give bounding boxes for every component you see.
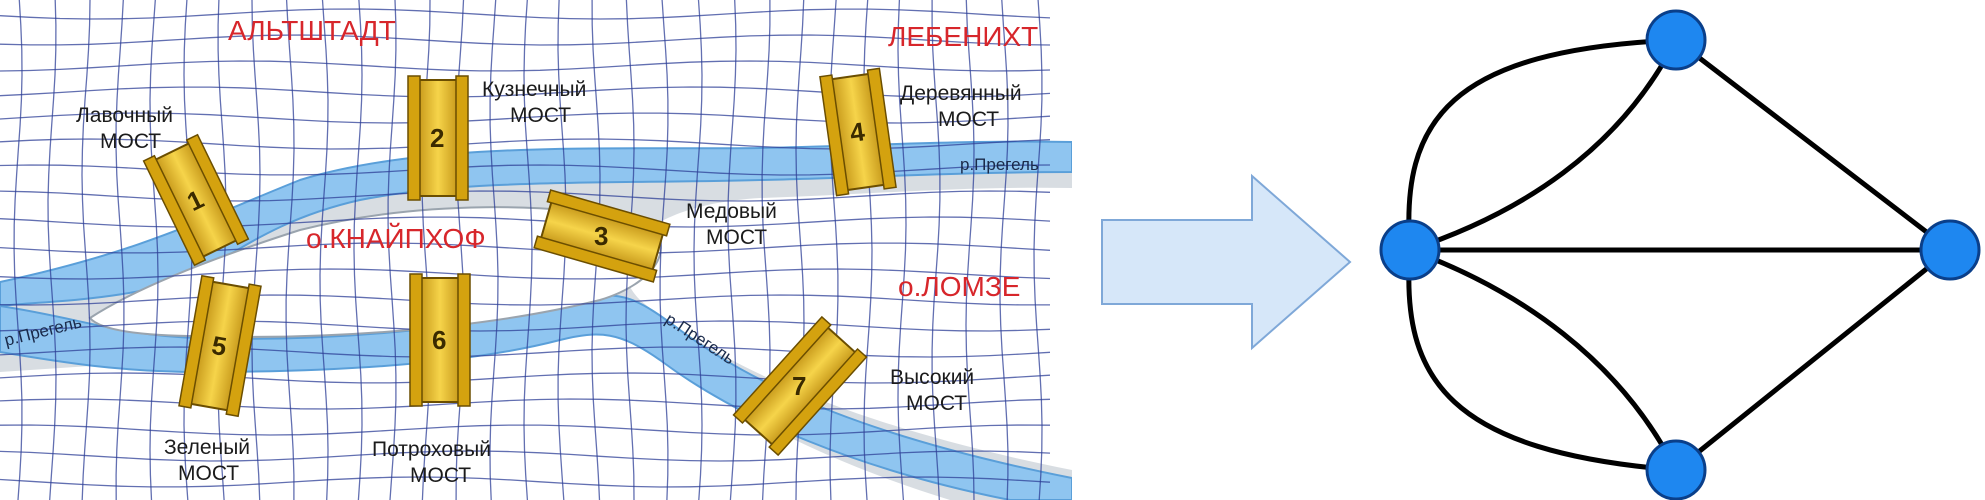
street-line	[115, 0, 125, 500]
street-line	[0, 450, 1051, 462]
street-line	[931, 0, 941, 500]
bridge-2: 2	[407, 75, 469, 201]
graph-edge-kneiphof-lebenicht-2	[1407, 247, 1679, 473]
bridge-1-word: МОСТ	[100, 130, 161, 153]
bridge-4-number: 4	[848, 116, 867, 148]
street-line	[285, 0, 295, 500]
river-south-channel	[0, 294, 1072, 500]
bridge-3-word: МОСТ	[706, 226, 767, 249]
street-line	[0, 242, 1051, 254]
graph-node-lebenicht	[1645, 439, 1707, 500]
street-line	[0, 34, 1051, 46]
street-line	[387, 0, 397, 500]
bridge-2-number: 2	[430, 123, 444, 153]
bridge-4-name: Деревянный	[900, 82, 1022, 105]
bridge-5-number: 5	[210, 330, 229, 362]
bridge-4-word: МОСТ	[938, 108, 999, 131]
bridge-5-word: МОСТ	[178, 462, 239, 485]
street-line	[319, 0, 329, 500]
street-line	[251, 0, 261, 500]
district-labels: АЛЬТШТАДТ ЛЕБЕНИХТ о.КНАЙПХОФ о.ЛОМЗЕ	[228, 15, 1038, 302]
graph-edge-lebenicht-lomse	[1673, 247, 1953, 473]
street-line	[0, 268, 1051, 280]
river-label-east: р.Прегель	[960, 155, 1039, 174]
district-label-kneiphof: о.КНАЙПХОФ	[306, 223, 486, 254]
graph-edge-altstadt-lomse	[1673, 37, 1953, 253]
bridge-6-number: 6	[432, 325, 446, 355]
street-line	[965, 0, 975, 500]
bridge-3-number: 3	[594, 221, 608, 251]
bridge-labels: Лавочный МОСТ Кузнечный МОСТ Медовый МОС…	[76, 78, 1022, 487]
bridge-7-word: МОСТ	[906, 392, 967, 415]
bridge-7: 7	[732, 315, 868, 457]
street-line	[0, 320, 1051, 332]
street-line	[81, 0, 91, 500]
street-line	[693, 0, 703, 500]
street-line	[659, 0, 669, 500]
bridge-graph	[1379, 9, 1981, 500]
konigsberg-map: АЛЬТШТАДТ ЛЕБЕНИХТ о.КНАЙПХОФ о.ЛОМЗЕ р.…	[0, 0, 1072, 500]
bridge-5: 5	[178, 274, 262, 418]
graph-edge-kneiphof-lebenicht-1	[1406, 247, 1679, 473]
street-line	[489, 0, 499, 500]
street-line	[149, 0, 159, 500]
bridge-5-name: Зеленый	[164, 436, 250, 459]
district-label-lomse: о.ЛОМЗЕ	[898, 271, 1020, 302]
right-arrow-icon	[1101, 173, 1352, 351]
bridge-7-number: 7	[792, 371, 806, 401]
bridge-1: 1	[142, 133, 250, 267]
graph-edge-kneiphof-altstadt-1	[1406, 37, 1679, 253]
street-line	[0, 372, 1051, 384]
graph-edges	[1406, 37, 1953, 473]
bridges: 1 2 3 4	[142, 67, 897, 457]
street-line	[353, 0, 363, 500]
bridge-2-name: Кузнечный	[482, 78, 586, 101]
graph-node-altstadt	[1645, 9, 1707, 71]
street-line	[0, 346, 1051, 358]
district-label-lebenicht: ЛЕБЕНИХТ	[888, 21, 1038, 52]
street-line	[0, 476, 1051, 488]
bridge-3: 3	[533, 189, 671, 283]
graph-node-lomse	[1919, 219, 1981, 281]
graph-node-kneiphof	[1379, 219, 1441, 281]
bridge-3-name: Медовый	[686, 200, 777, 223]
graph-nodes	[1379, 9, 1981, 500]
street-line	[897, 0, 907, 500]
street-line	[0, 294, 1050, 306]
street-line	[0, 424, 1051, 436]
bridge-2-word: МОСТ	[510, 104, 571, 127]
street-line	[0, 398, 1051, 410]
street-grid	[0, 0, 1051, 500]
bridge-1-name: Лавочный	[76, 104, 173, 127]
bridge-6-name: Потроховый	[372, 438, 491, 461]
bridge-6: 6	[409, 273, 471, 407]
graph-edge-kneiphof-altstadt-2	[1407, 37, 1679, 253]
bridge-4: 4	[819, 67, 897, 197]
street-line	[999, 0, 1009, 500]
bridge-6-word: МОСТ	[410, 464, 471, 487]
bridge-7-name: Высокий	[890, 366, 974, 389]
street-line	[0, 60, 1051, 72]
district-label-altstadt: АЛЬТШТАДТ	[228, 15, 396, 46]
street-line	[13, 0, 23, 500]
street-line	[1033, 0, 1043, 500]
street-line	[0, 8, 1051, 20]
